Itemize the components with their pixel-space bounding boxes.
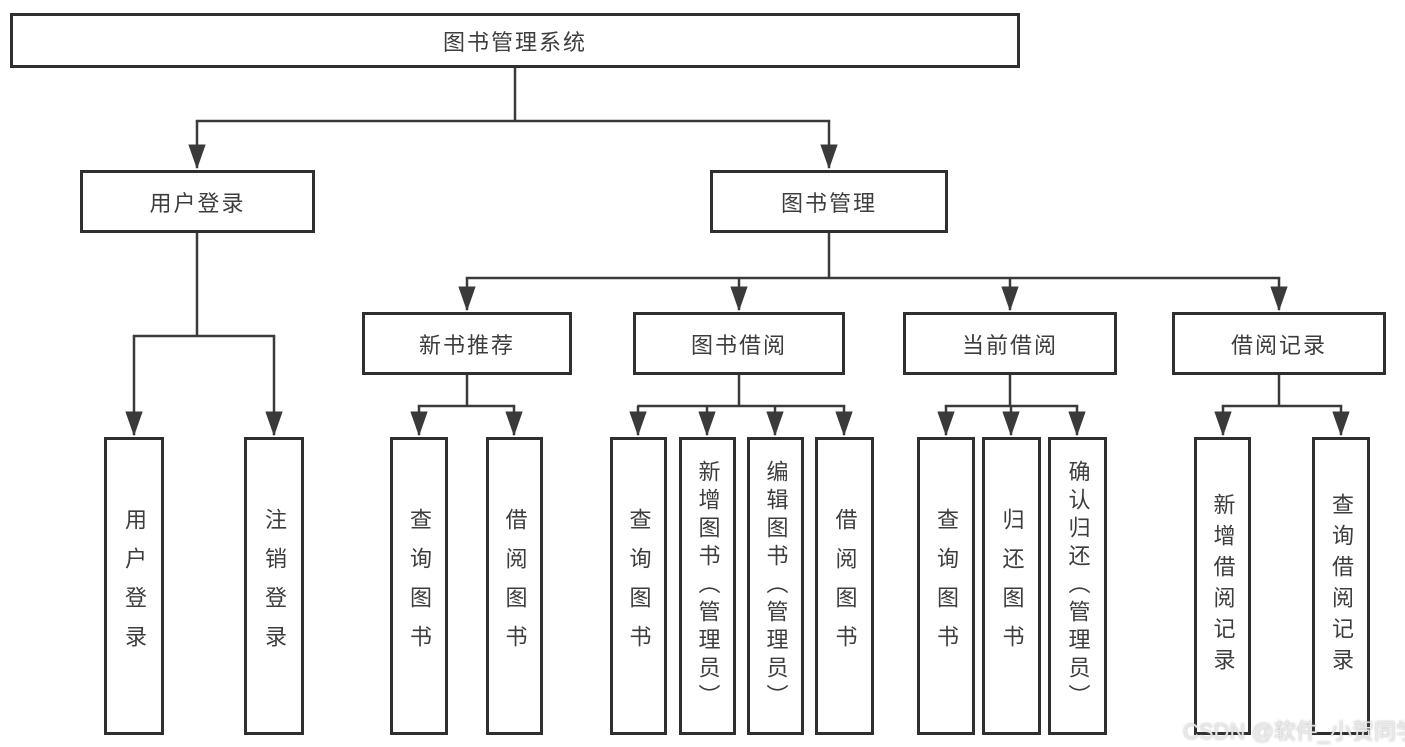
csdn-watermark: CSDN @软件_小贺同学 bbox=[1183, 719, 1405, 744]
leaf-confirm-return-admin: 确认归还（管理员） bbox=[1048, 437, 1107, 735]
leaf-logout: 注销登录 bbox=[244, 437, 304, 735]
leaf-query-borrowing-record: 查询借阅记录 bbox=[1312, 437, 1370, 735]
leaf-borrow-query-books: 查询图书 bbox=[610, 437, 667, 735]
node-library-management-system: 图书管理系统 bbox=[10, 13, 1020, 68]
leaf-user-login: 用户登录 bbox=[104, 437, 164, 735]
node-current-borrowing: 当前借阅 bbox=[903, 312, 1117, 375]
leaf-borrow-books: 借阅图书 bbox=[815, 437, 874, 735]
node-user-login: 用户登录 bbox=[80, 170, 315, 233]
node-borrowing-records: 借阅记录 bbox=[1172, 312, 1386, 375]
leaf-recommend-borrow-books: 借阅图书 bbox=[486, 437, 543, 735]
leaf-add-books-admin: 新增图书（管理员） bbox=[679, 437, 736, 735]
leaf-edit-books-admin: 编辑图书（管理员） bbox=[747, 437, 804, 735]
leaf-recommend-query-books: 查询图书 bbox=[390, 437, 448, 735]
leaf-current-query-books: 查询图书 bbox=[917, 437, 975, 735]
leaf-return-books: 归还图书 bbox=[982, 437, 1041, 735]
node-book-borrowing: 图书借阅 bbox=[633, 312, 845, 375]
node-new-book-recommendation: 新书推荐 bbox=[362, 312, 572, 375]
leaf-add-borrowing-record: 新增借阅记录 bbox=[1194, 437, 1251, 735]
node-book-management: 图书管理 bbox=[710, 170, 948, 233]
